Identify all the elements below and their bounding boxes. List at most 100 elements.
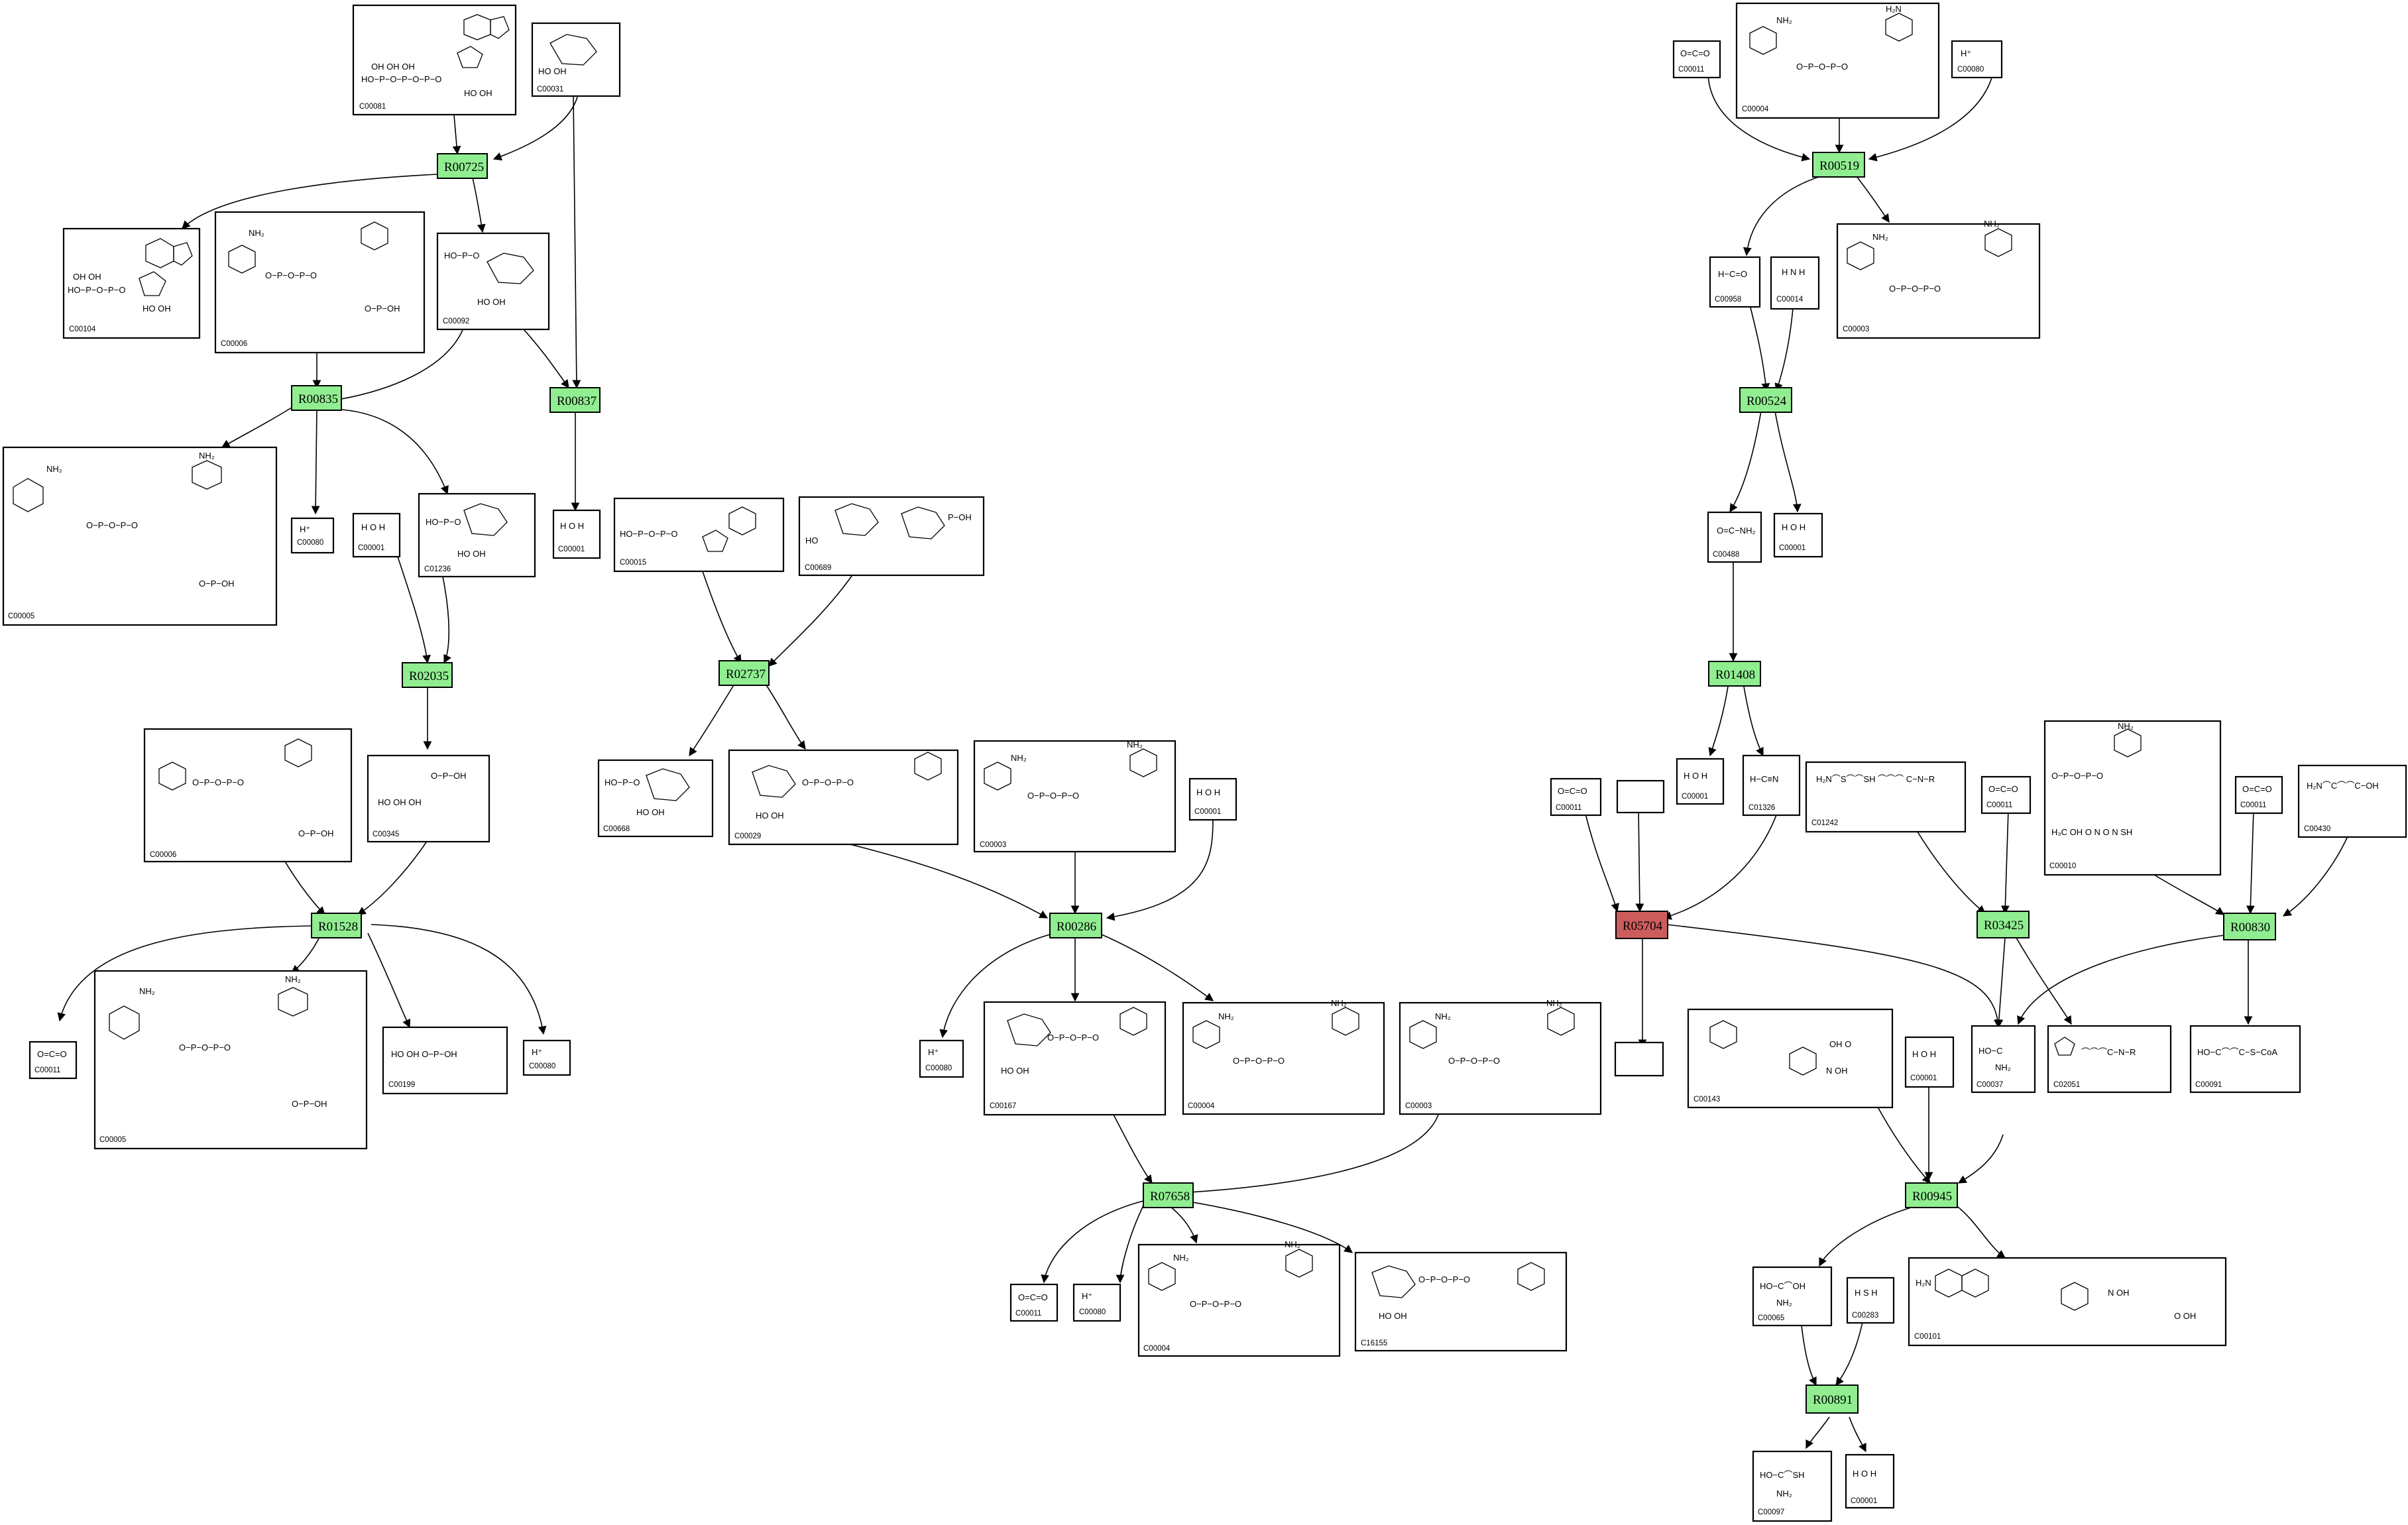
compound-node[interactable]: O−P−O−P−O O−P−OH C00006 — [143, 728, 353, 863]
reaction-node-R02737[interactable]: R02737 — [718, 660, 770, 686]
compound-node[interactable]: H N H C00014 — [1770, 256, 1820, 310]
svg-text:NH₂: NH₂ — [249, 228, 264, 238]
compound-node[interactable]: HO−P−O HO OH C00668 — [597, 759, 714, 838]
compound-node[interactable]: NH₂ NH₂ O−P−O−P−O O−P−OH C00005 — [93, 970, 368, 1150]
reaction-node-R00891[interactable]: R00891 — [1806, 1384, 1859, 1414]
compound-node[interactable]: H⁺ C00080 — [522, 1039, 571, 1076]
reaction-node-R00835[interactable]: R00835 — [291, 385, 342, 411]
svg-text:C00001: C00001 — [1779, 544, 1806, 552]
compound-node[interactable]: O−P−O−P−O HO OH C16155 — [1354, 1251, 1568, 1352]
reaction-node-R01528[interactable]: R01528 — [311, 913, 362, 938]
reaction-node-R00945[interactable]: R00945 — [1905, 1182, 1958, 1208]
compound-node[interactable]: H⁺ C00080 — [290, 517, 335, 554]
compound-node[interactable]: O−P−O−P−O HO OH C00029 — [728, 749, 959, 846]
compound-node[interactable]: NH₂ O−P−O−P−O H₃C OH O N O N SH C00010 — [2043, 720, 2222, 876]
edge — [1835, 1322, 1863, 1386]
reaction-node-R07658[interactable]: R07658 — [1143, 1182, 1194, 1208]
compound-node[interactable]: HO−C⌒OH NH₂ C00065 — [1752, 1266, 1833, 1327]
svg-text:HO OH: HO OH — [538, 66, 567, 76]
compound-node[interactable]: NH₂ NH₂ O−P−O−P−O O−P−OH C00005 — [2, 446, 278, 626]
compound-node[interactable]: OH O N OH C00143 — [1687, 1008, 1894, 1109]
svg-text:O−P−O−P−O: O−P−O−P−O — [179, 1043, 231, 1052]
compound-node[interactable]: HO OH C00031 — [531, 22, 621, 97]
reaction-node-R02035[interactable]: R02035 — [402, 662, 453, 688]
svg-text:HO−C⌒SH: HO−C⌒SH — [1760, 1470, 1805, 1480]
compound-node[interactable]: O=C=O C00011 — [2234, 775, 2283, 815]
edge — [1729, 410, 1762, 513]
edge — [702, 571, 742, 664]
compound-node[interactable]: O−P−O−P−O HO OH C00167 — [983, 1001, 1167, 1116]
compound-node[interactable]: O=C=O C00011 — [1550, 777, 1602, 817]
compound-node[interactable] — [1614, 1041, 1664, 1077]
edge — [1774, 308, 1794, 392]
compound-node[interactable]: H O H C00001 — [1676, 758, 1725, 805]
compound-node[interactable]: H−C≡N C01326 — [1742, 754, 1801, 817]
compound-node[interactable]: H⁺ C00080 — [1951, 40, 2003, 79]
compound-node[interactable]: H₂N N OH O OH C00101 — [1908, 1257, 2227, 1347]
compound-node[interactable]: NH₂ O−P−O−P−O O−P−OH C00006 — [214, 211, 426, 354]
compound-node[interactable]: H O H C00001 — [1188, 777, 1237, 821]
svg-text:HO OH: HO OH — [1379, 1311, 1407, 1321]
svg-text:OH O: OH O — [1829, 1039, 1851, 1049]
compound-node[interactable]: NH₂ NH₂ O−P−O−P−O C00003 — [1836, 219, 2041, 339]
svg-text:O−P−O−P−O: O−P−O−P−O — [1233, 1056, 1285, 1066]
edge — [2246, 809, 2255, 915]
compound-node[interactable]: O=C=O C00011 — [1980, 775, 2032, 815]
svg-text:C00080: C00080 — [1079, 1308, 1106, 1316]
compound-node[interactable]: O=C−NH₂ C00488 — [1707, 511, 1762, 563]
compound-node[interactable]: H₂N⌒C⌒⌒C−OH C00430 — [2297, 764, 2407, 838]
compound-node[interactable]: H O H C00001 — [352, 512, 401, 558]
compound-node[interactable]: NH₂ NH₂ O−P−O−P−O C00004 — [1182, 998, 1385, 1115]
compound-node[interactable]: H O H C00001 — [552, 509, 601, 559]
reaction-node-R00725[interactable]: R00725 — [437, 153, 488, 179]
compound-node[interactable]: HO−C⌒SH NH₂ C00097 — [1752, 1450, 1833, 1522]
compound-node[interactable]: HO−P−O HO OH C00092 — [436, 232, 550, 331]
compound-node[interactable]: O=C=O C00011 — [1009, 1283, 1059, 1322]
compound-node[interactable]: HO OH O−P−OH C00199 — [382, 1026, 508, 1095]
edge — [291, 932, 322, 974]
svg-text:O−P−OH: O−P−OH — [431, 771, 466, 781]
compound-node[interactable]: ⌒⌒⌒C−N−R C02051 — [2047, 1025, 2172, 1094]
reaction-node-R00830[interactable]: R00830 — [2223, 913, 2276, 940]
reaction-node-R01408[interactable]: R01408 — [1708, 661, 1761, 687]
compound-node[interactable]: OH OH HO−P−O−P−O HO OH C00104 — [62, 227, 201, 339]
edge — [816, 836, 1049, 919]
compound-node[interactable]: O−P−OH HO OH OH C00345 — [367, 754, 490, 843]
compound-node[interactable]: H−C=O C00958 — [1709, 256, 1761, 308]
compound-node[interactable]: HO−P−O HO OH C01236 — [418, 492, 536, 578]
compound-node[interactable]: NH₂ NH₂ O−P−O−P−O C00004 — [1137, 1239, 1341, 1357]
reaction-node-R00524[interactable]: R00524 — [1739, 387, 1792, 413]
compound-node[interactable]: H⁺ C00080 — [919, 1039, 964, 1078]
compound-node[interactable]: NH₂ H₂N O−P−O−P−O C00004 — [1735, 2, 1940, 119]
compound-node[interactable]: O=C=O C00011 — [1672, 40, 1721, 79]
compound-node[interactable] — [1616, 779, 1665, 814]
compound-node[interactable]: HO−C⌒⌒C−S−CoA C00091 — [2189, 1025, 2301, 1094]
reaction-node-R00286[interactable]: R00286 — [1049, 913, 1102, 938]
compound-node[interactable]: OH OH OH HO−P−O−P−O−P−O HO OH C00081 — [352, 4, 517, 116]
svg-text:C00668: C00668 — [603, 825, 630, 833]
svg-text:R00891: R00891 — [1813, 1393, 1853, 1407]
compound-node[interactable]: O=C=O C00011 — [29, 1041, 78, 1080]
compound-node[interactable]: H₂N⌒S⌒⌒SH ⌒⌒⌒ C−N−R C01242 — [1805, 761, 1967, 833]
edge — [768, 571, 856, 667]
svg-text:R00519: R00519 — [1819, 159, 1859, 173]
compound-node[interactable]: H O H C00001 — [1904, 1036, 1955, 1088]
svg-text:C00004: C00004 — [1143, 1345, 1171, 1353]
edge — [765, 683, 806, 750]
compound-node[interactable]: HO−P−O−P−O C00015 — [613, 497, 785, 573]
edge — [1955, 1204, 2006, 1259]
reaction-node-R00519[interactable]: R00519 — [1812, 152, 1865, 178]
svg-text:OH OH: OH OH — [73, 272, 101, 282]
compound-node[interactable]: P−OH HO C00689 — [798, 496, 985, 577]
compound-node[interactable]: H S H C00283 — [1846, 1276, 1895, 1324]
svg-text:C00006: C00006 — [150, 851, 176, 859]
reaction-node-R05704[interactable]: R05704 — [1615, 911, 1668, 939]
compound-node[interactable]: HO−C NH₂ C00037 — [1971, 1025, 2036, 1094]
compound-node[interactable]: NH₂ NH₂ O−P−O−P−O C00003 — [1399, 998, 1602, 1115]
reaction-node-R00837[interactable]: R00837 — [549, 387, 601, 413]
reaction-node-R03425[interactable]: R03425 — [1977, 911, 2030, 938]
compound-node[interactable]: H O H C00001 — [1845, 1453, 1895, 1509]
compound-node[interactable]: H O H C00001 — [1773, 512, 1823, 558]
compound-node[interactable]: NH₂ NH₂ O−P−O−P−O C00003 — [973, 740, 1176, 853]
compound-node[interactable]: H⁺ C00080 — [1072, 1283, 1121, 1322]
